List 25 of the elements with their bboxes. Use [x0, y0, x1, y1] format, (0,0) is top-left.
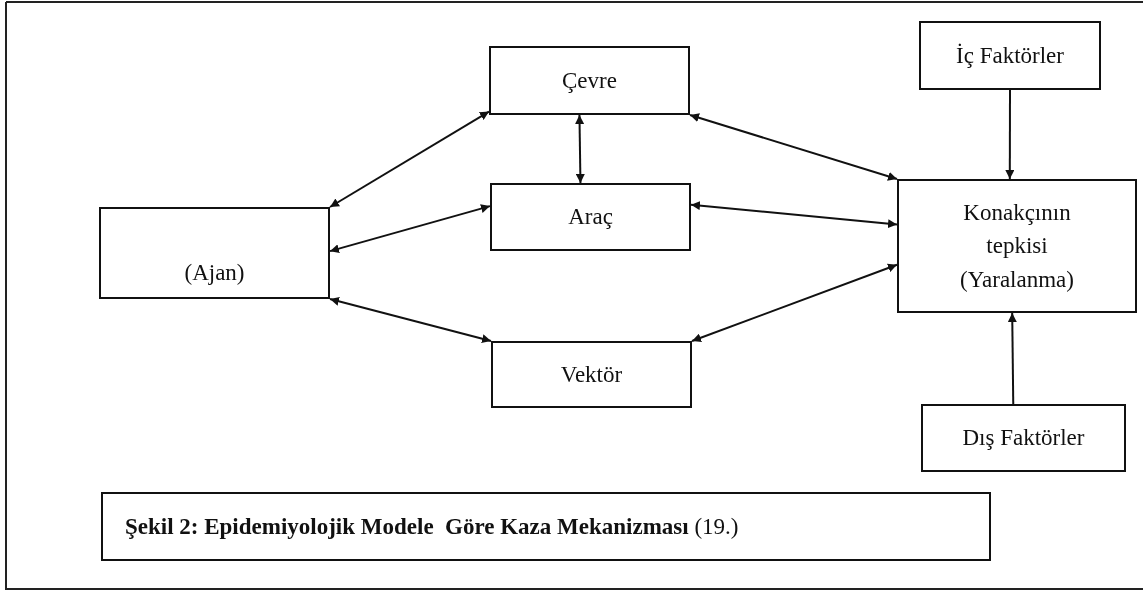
process-box	[489, 46, 690, 115]
arrow	[1007, 312, 1017, 405]
arrow	[575, 114, 585, 184]
caption-text: Şekil 2: Epidemiyolojik Modele Göre Kaza Mekanizması (19.)	[125, 512, 739, 541]
node-label: Konakçının tepkisi (Yaralanma)	[959, 199, 1075, 294]
process-box	[897, 179, 1137, 313]
arrow	[689, 113, 898, 181]
arrow	[1005, 89, 1015, 180]
caption-box	[101, 492, 991, 561]
arrow	[329, 110, 490, 208]
process-box	[491, 341, 692, 408]
node-label: (Ajan)	[184, 258, 245, 287]
node-label: Çevre	[562, 66, 617, 95]
arrow	[329, 296, 492, 344]
arrow	[690, 201, 898, 229]
node-label: Dış Faktörler	[962, 424, 1085, 453]
arrow	[691, 263, 898, 343]
node-label: Vektör	[560, 360, 623, 389]
node-label: Araç	[568, 203, 613, 232]
arrow	[329, 204, 491, 254]
process-box	[490, 183, 691, 251]
node-label: İç Faktörler	[956, 41, 1064, 70]
factor-box	[919, 21, 1101, 90]
agent-box	[99, 207, 330, 299]
factor-box	[921, 404, 1126, 472]
